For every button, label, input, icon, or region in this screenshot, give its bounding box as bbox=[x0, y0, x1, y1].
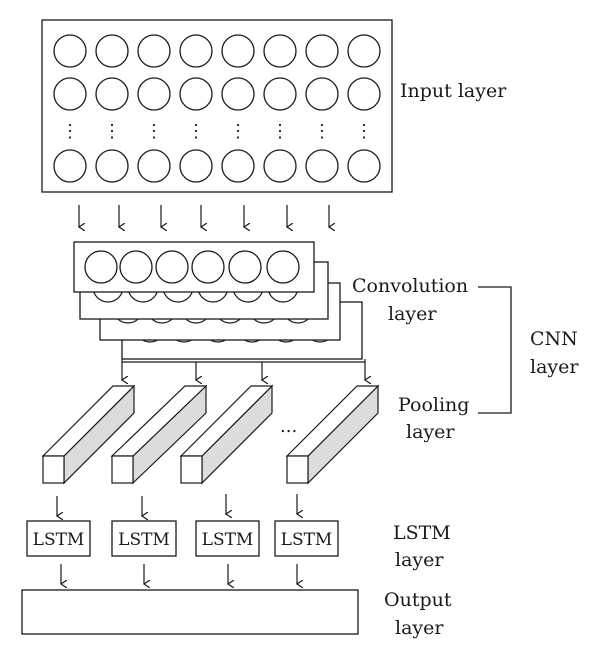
input-node bbox=[95, 34, 129, 68]
convolution-layer-label-line1: Convolution bbox=[352, 275, 469, 297]
input-node bbox=[347, 149, 381, 183]
input-node bbox=[179, 149, 213, 183]
cnn-layer-label-line1: CNN bbox=[530, 328, 578, 350]
lstm-cell-label: LSTM bbox=[118, 530, 170, 550]
pooling-layer-label-line2: layer bbox=[406, 421, 455, 443]
input-node bbox=[137, 34, 171, 68]
input-node bbox=[347, 34, 381, 68]
input-node bbox=[95, 149, 129, 183]
input-node bbox=[179, 34, 213, 68]
lstm-cell-label: LSTM bbox=[202, 530, 254, 550]
input-nodes: ⋮ ⋮ ⋮ ⋮ ⋮ ⋮ ⋮ ⋮ bbox=[53, 34, 381, 183]
input-layer-box bbox=[41, 19, 393, 193]
cnn-layer-label-line2: layer bbox=[530, 356, 579, 378]
conv-to-pool-connectors bbox=[122, 359, 365, 380]
pool-to-lstm-arrows bbox=[57, 494, 297, 516]
lstm-layer-label-line2: layer bbox=[395, 549, 444, 571]
input-ellipsis: ⋮ bbox=[103, 121, 121, 142]
feature-node bbox=[119, 250, 153, 284]
lstm-layer: LSTM LSTM LSTM LSTM bbox=[26, 520, 339, 557]
feature-node bbox=[191, 250, 225, 284]
lstm-cell: LSTM bbox=[26, 520, 91, 557]
convolution-layer-label-line2: layer bbox=[388, 303, 437, 325]
input-node bbox=[305, 149, 339, 183]
input-ellipsis: ⋮ bbox=[187, 121, 205, 142]
feature-node bbox=[155, 250, 189, 284]
input-node bbox=[53, 77, 87, 111]
input-node bbox=[305, 34, 339, 68]
pooling-layer bbox=[41, 384, 380, 485]
input-node bbox=[53, 34, 87, 68]
input-node bbox=[179, 77, 213, 111]
pooling-bar bbox=[285, 384, 380, 485]
feature-node bbox=[84, 250, 118, 284]
pooling-bar bbox=[41, 384, 136, 485]
output-layer-label-line2: layer bbox=[395, 617, 444, 639]
lstm-to-output-arrows bbox=[61, 564, 297, 584]
input-ellipsis: ⋮ bbox=[145, 121, 163, 142]
input-node bbox=[305, 77, 339, 111]
input-ellipsis: ⋮ bbox=[313, 121, 331, 142]
output-layer bbox=[21, 589, 359, 635]
lstm-cell: LSTM bbox=[111, 520, 177, 557]
input-to-conv-arrows bbox=[79, 205, 329, 227]
input-node bbox=[221, 34, 255, 68]
input-layer-label: Input layer bbox=[400, 80, 507, 102]
feature-node bbox=[228, 250, 262, 284]
input-node bbox=[137, 149, 171, 183]
feature-map-1 bbox=[73, 241, 315, 293]
input-node bbox=[221, 149, 255, 183]
pooling-bar bbox=[110, 384, 208, 485]
input-node bbox=[53, 149, 87, 183]
input-node bbox=[263, 34, 297, 68]
input-node bbox=[263, 77, 297, 111]
input-layer: ⋮ ⋮ ⋮ ⋮ ⋮ ⋮ ⋮ ⋮ bbox=[41, 19, 393, 193]
pooling-ellipsis: ... bbox=[280, 416, 297, 437]
input-node bbox=[95, 77, 129, 111]
lstm-cell-label: LSTM bbox=[281, 530, 333, 550]
input-ellipsis: ⋮ bbox=[61, 121, 79, 142]
output-layer-box bbox=[21, 589, 359, 635]
feature-map-1-nodes bbox=[84, 250, 300, 284]
input-node bbox=[263, 149, 297, 183]
output-layer-label-line1: Output bbox=[384, 589, 452, 611]
feature-node bbox=[266, 250, 300, 284]
lstm-cell-label: LSTM bbox=[33, 530, 85, 550]
input-ellipsis: ⋮ bbox=[271, 121, 289, 142]
lstm-cell: LSTM bbox=[195, 520, 260, 557]
input-ellipsis: ⋮ bbox=[229, 121, 247, 142]
input-node bbox=[347, 77, 381, 111]
input-node bbox=[221, 77, 255, 111]
pooling-bar bbox=[179, 384, 274, 485]
cnn-bracket bbox=[478, 286, 512, 414]
lstm-layer-label-line1: LSTM bbox=[393, 522, 451, 544]
convolution-layer bbox=[73, 241, 363, 360]
input-node bbox=[137, 77, 171, 111]
lstm-cell: LSTM bbox=[274, 520, 339, 557]
pooling-layer-label-line1: Pooling bbox=[398, 394, 470, 416]
input-ellipsis: ⋮ bbox=[355, 121, 373, 142]
